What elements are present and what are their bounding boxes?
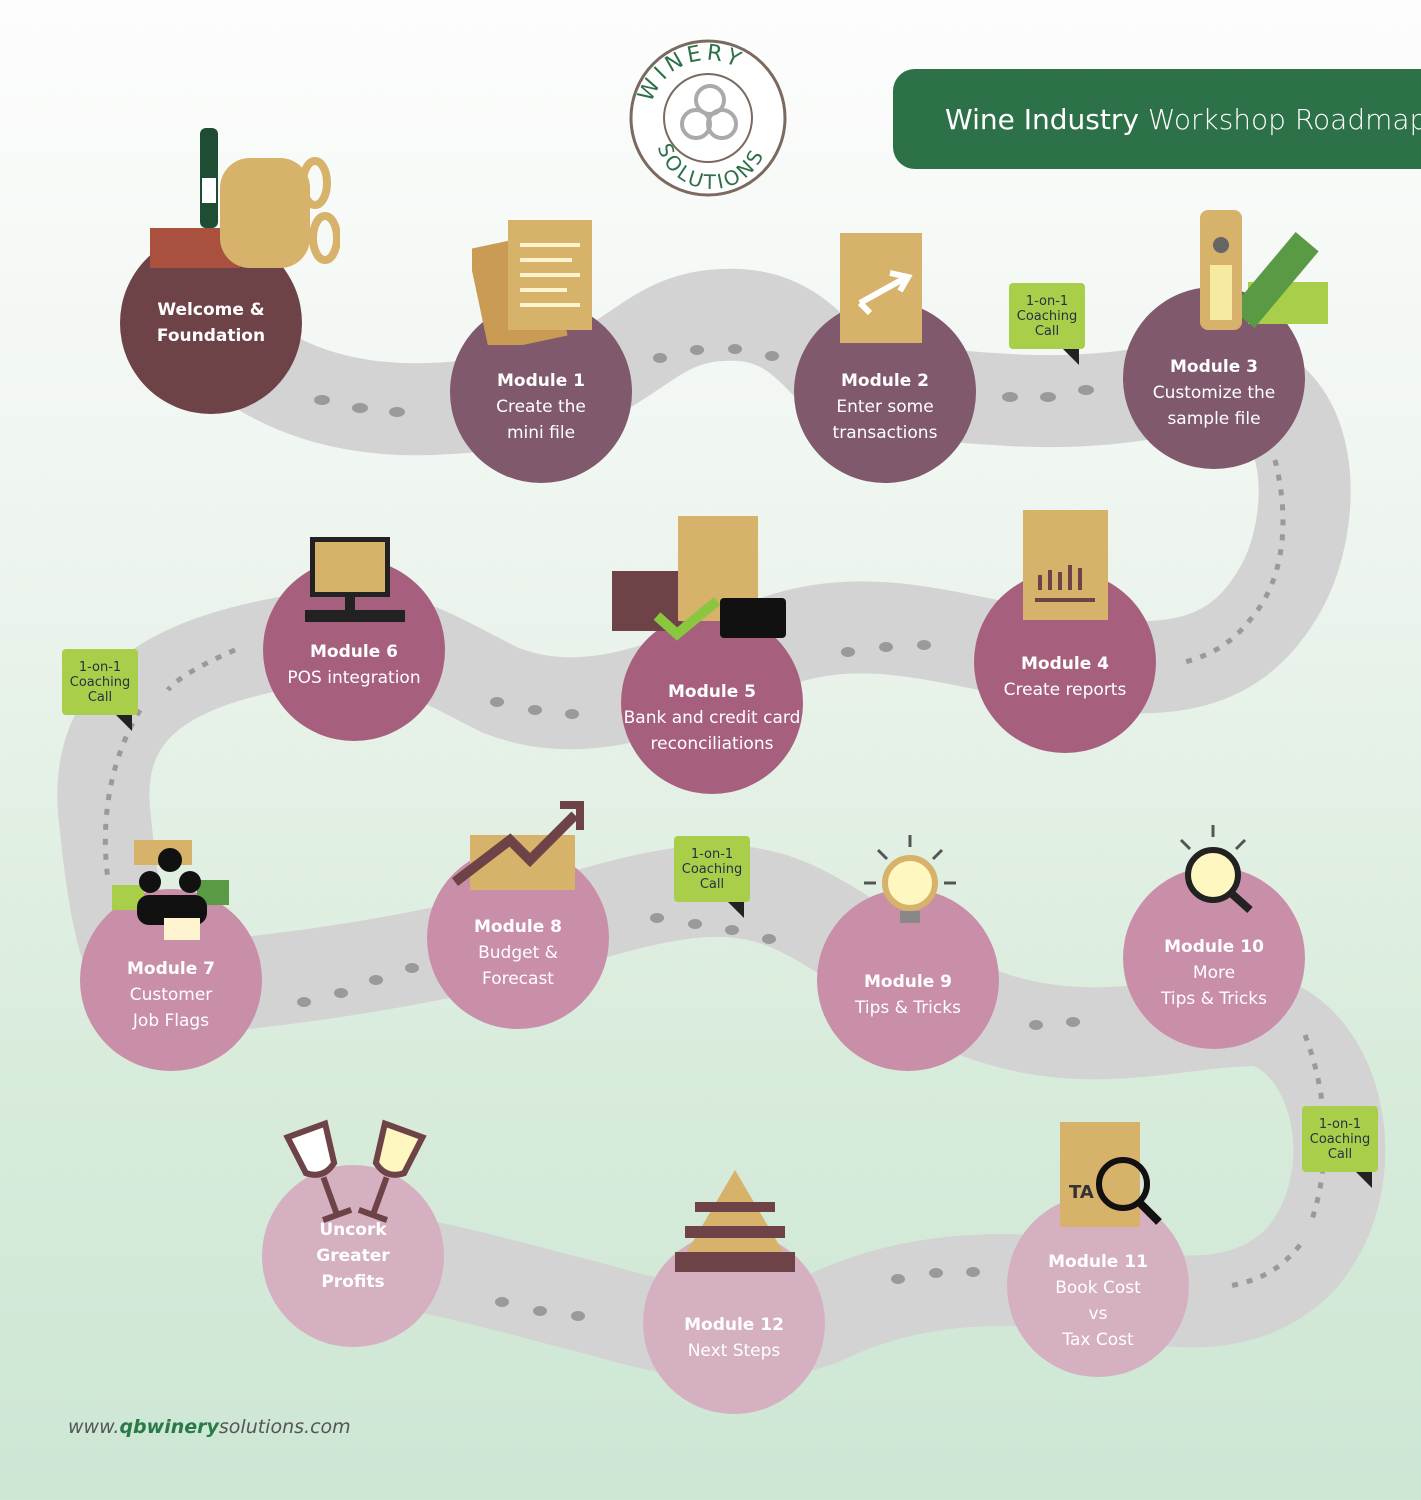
roadmap-node: Module 4 Create reports: [974, 571, 1156, 753]
node-title: Welcome &: [157, 300, 265, 320]
node-title: Module 9: [864, 972, 952, 992]
wine-glasses-toast-icon: [280, 1108, 440, 1237]
node-title: Module 8: [474, 917, 562, 937]
node-line: Enter some: [836, 397, 934, 417]
document-icon: [467, 220, 592, 353]
lightbulb-icon: [860, 835, 960, 934]
node-line: Greater: [316, 1246, 390, 1266]
node-line: sample file: [1167, 409, 1261, 429]
node-line: More: [1192, 963, 1236, 983]
roadmap-node: Module 5 Bank and credit card reconciliati…: [621, 612, 803, 794]
node-line: Profits: [321, 1272, 385, 1292]
node-title: Module 5: [668, 682, 756, 702]
road-dashes: [297, 344, 1094, 1321]
node-line: Tips & Tricks: [855, 998, 961, 1018]
wine-barrel-icon: [150, 128, 341, 277]
node-title: Module 1: [497, 371, 585, 391]
title-rest: Workshop Roadmap: [1147, 102, 1421, 136]
website-link[interactable]: www.qbwinerysolutions.com: [68, 1416, 351, 1438]
node-line: mini file: [506, 423, 576, 443]
node-line: Tax Cost: [1062, 1330, 1134, 1350]
node-line: Foundation: [156, 326, 266, 346]
node-title: Module 11: [1048, 1252, 1148, 1272]
node-line: Budget &: [478, 943, 558, 963]
node-title: Module 12: [684, 1315, 784, 1335]
node-line: Job Flags: [132, 1011, 210, 1031]
node-title: Module 6: [310, 642, 398, 662]
node-line: transactions: [832, 423, 938, 443]
people-icon: [112, 840, 232, 944]
magnifier-icon: [1165, 825, 1265, 924]
pos-terminal-icon: [305, 535, 410, 629]
color-swatch-icon: [1200, 210, 1330, 334]
node-line: Create the: [496, 397, 586, 417]
node-title: Module 2: [841, 371, 929, 391]
winery-solutions-logo: WINERY SOLUTIONS: [628, 38, 788, 198]
bank-card-icon: [612, 516, 802, 650]
node-title: Uncork: [319, 1220, 387, 1240]
node-line: Create reports: [1003, 680, 1127, 700]
node-line: POS integration: [287, 668, 421, 688]
title-bold: Wine Industry: [945, 102, 1139, 136]
node-line: Tips & Tricks: [1161, 989, 1267, 1009]
node-title: Module 7: [127, 959, 215, 979]
node-line: reconciliations: [650, 734, 774, 754]
svg-text:TA: TA: [1069, 1182, 1094, 1203]
node-line: Customize the: [1152, 383, 1276, 403]
node-title: Module 10: [1164, 937, 1264, 957]
node-line: Forecast: [482, 969, 554, 989]
pyramid-icon: [675, 1170, 795, 1279]
tax-document-icon: TA: [1055, 1122, 1180, 1236]
node-line: vs: [1088, 1304, 1108, 1324]
node-line: Bank and credit card: [623, 708, 801, 728]
node-line: Next Steps: [687, 1341, 781, 1361]
node-title: Module 4: [1021, 654, 1109, 674]
node-line: Customer: [129, 985, 213, 1005]
page-title: Wine Industry Workshop Roadmap: [893, 69, 1421, 169]
report-icon: [1023, 510, 1108, 624]
node-line: Book Cost: [1055, 1278, 1141, 1298]
growth-chart-icon: [450, 800, 585, 899]
transfer-document-icon: [840, 233, 925, 347]
node-title: Module 3: [1170, 357, 1258, 377]
